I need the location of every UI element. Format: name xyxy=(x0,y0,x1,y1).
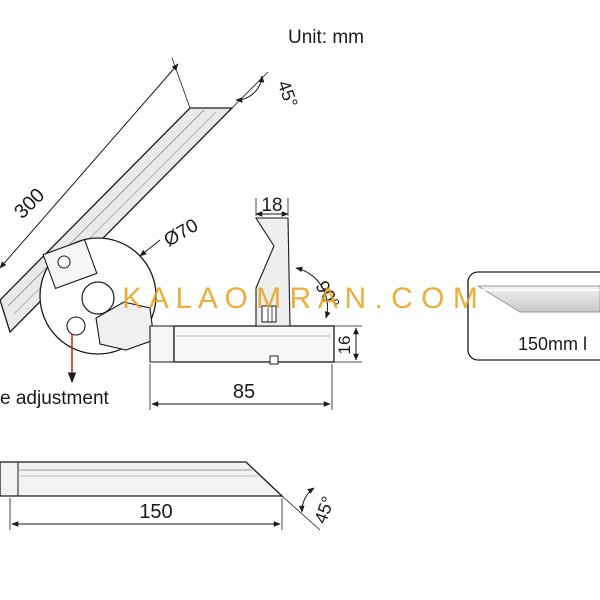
base-blade xyxy=(0,461,284,497)
dimension-stock-length: 85 xyxy=(149,364,333,410)
dimension-disc-diameter: Ø70 xyxy=(139,215,202,257)
angle-label-bottom: 45° xyxy=(310,494,338,526)
inset-caption: 150mm l xyxy=(518,334,587,354)
angle-top-45: 45° xyxy=(231,71,302,110)
dimension-base-length: 150 xyxy=(9,498,283,530)
dimension-label-18: 18 xyxy=(261,195,282,216)
stock-tip xyxy=(254,217,291,327)
angle-label-top: 45° xyxy=(274,78,302,110)
dimension-label-16: 16 xyxy=(335,336,354,355)
inset-photo: 150mm l xyxy=(467,271,600,361)
stock xyxy=(149,325,335,365)
dimension-label-diameter: Ø70 xyxy=(160,215,202,251)
dimension-stock-tip: 18 xyxy=(255,195,289,217)
dimension-label-150: 150 xyxy=(139,501,172,523)
dimension-stock-height: 16 xyxy=(334,325,362,363)
angle-bottom-45: 45° xyxy=(281,487,338,531)
adjustment-callout-label: e adjustment xyxy=(0,388,110,409)
dimension-label-85: 85 xyxy=(233,381,255,403)
protractor-disc xyxy=(39,237,157,355)
unit-label: Unit: mm xyxy=(288,27,364,48)
watermark-text: K A L A O M R A N . C O M xyxy=(122,282,478,315)
